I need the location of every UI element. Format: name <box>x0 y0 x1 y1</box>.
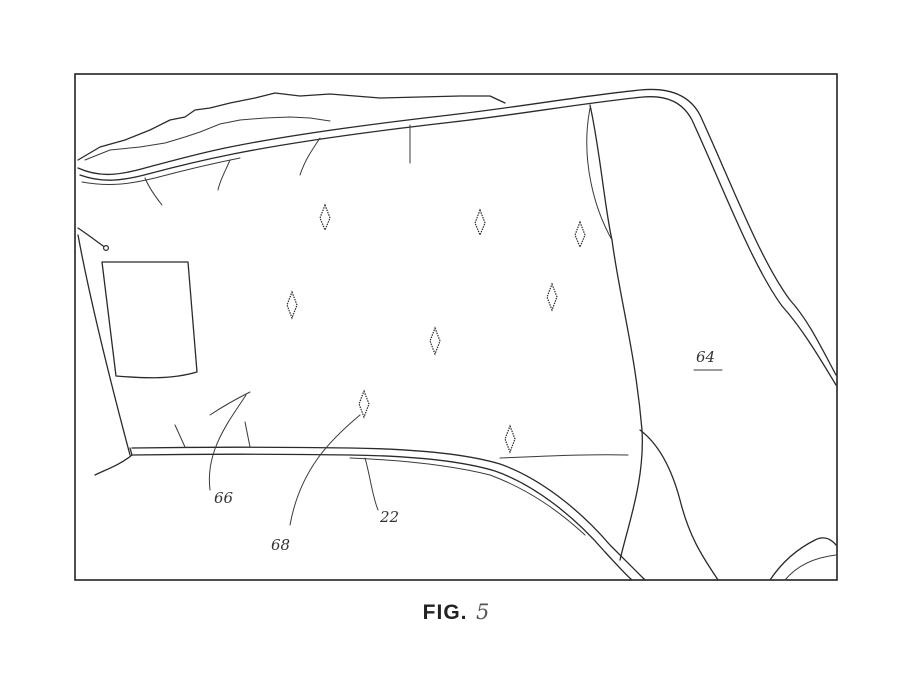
leader-68 <box>289 414 361 526</box>
lower-left-outline <box>94 447 133 476</box>
left-edge-fold <box>77 227 107 249</box>
panel-right-edge <box>589 104 643 561</box>
fabric-top-edge <box>77 92 506 161</box>
bottom-tick-1 <box>174 424 186 448</box>
left-edge-knob <box>102 245 109 252</box>
figure-caption-label: FIG. <box>422 601 468 624</box>
hole <box>358 389 370 419</box>
hole <box>504 424 516 454</box>
hole-pattern <box>286 203 586 454</box>
figure-caption-number: 5 <box>475 600 490 624</box>
top-rim-inner <box>79 96 837 386</box>
hole <box>286 290 298 320</box>
rim-tick-3 <box>217 159 231 191</box>
top-rim-outer <box>77 88 837 376</box>
figure-frame <box>74 73 838 581</box>
figure-caption: FIG. 5 <box>0 600 912 625</box>
ref-numeral-64: 64 <box>696 348 715 366</box>
leader-22 <box>364 457 379 511</box>
panel-upper-crease <box>586 107 613 241</box>
fabric-top-edge-inner <box>84 116 331 161</box>
lower-right-corner-curve <box>769 537 837 581</box>
hole <box>546 282 558 312</box>
bottom-tick-2 <box>244 421 251 448</box>
bottom-rim-outer <box>131 446 646 581</box>
fold-line-left <box>144 177 163 206</box>
hole <box>429 326 441 356</box>
ref-numeral-66: 66 <box>214 489 234 507</box>
rim-tick-2 <box>299 137 321 176</box>
bottom-rim-third <box>349 457 586 536</box>
leader-66 <box>208 394 247 491</box>
hole <box>474 208 486 237</box>
bottom-rim-inner <box>131 453 633 581</box>
lower-panel-line <box>499 454 629 459</box>
pocket-outline <box>101 261 198 379</box>
ref-numeral-22: 22 <box>379 508 399 526</box>
hole <box>574 220 586 249</box>
hole <box>319 203 331 232</box>
ref-numeral-68: 68 <box>271 536 290 554</box>
lower-right-corner-curve-2 <box>784 554 837 581</box>
top-rim-third <box>81 157 241 186</box>
left-panel-edge <box>77 234 131 456</box>
lower-right-outline <box>639 429 719 581</box>
fold-line-66 <box>209 391 251 416</box>
